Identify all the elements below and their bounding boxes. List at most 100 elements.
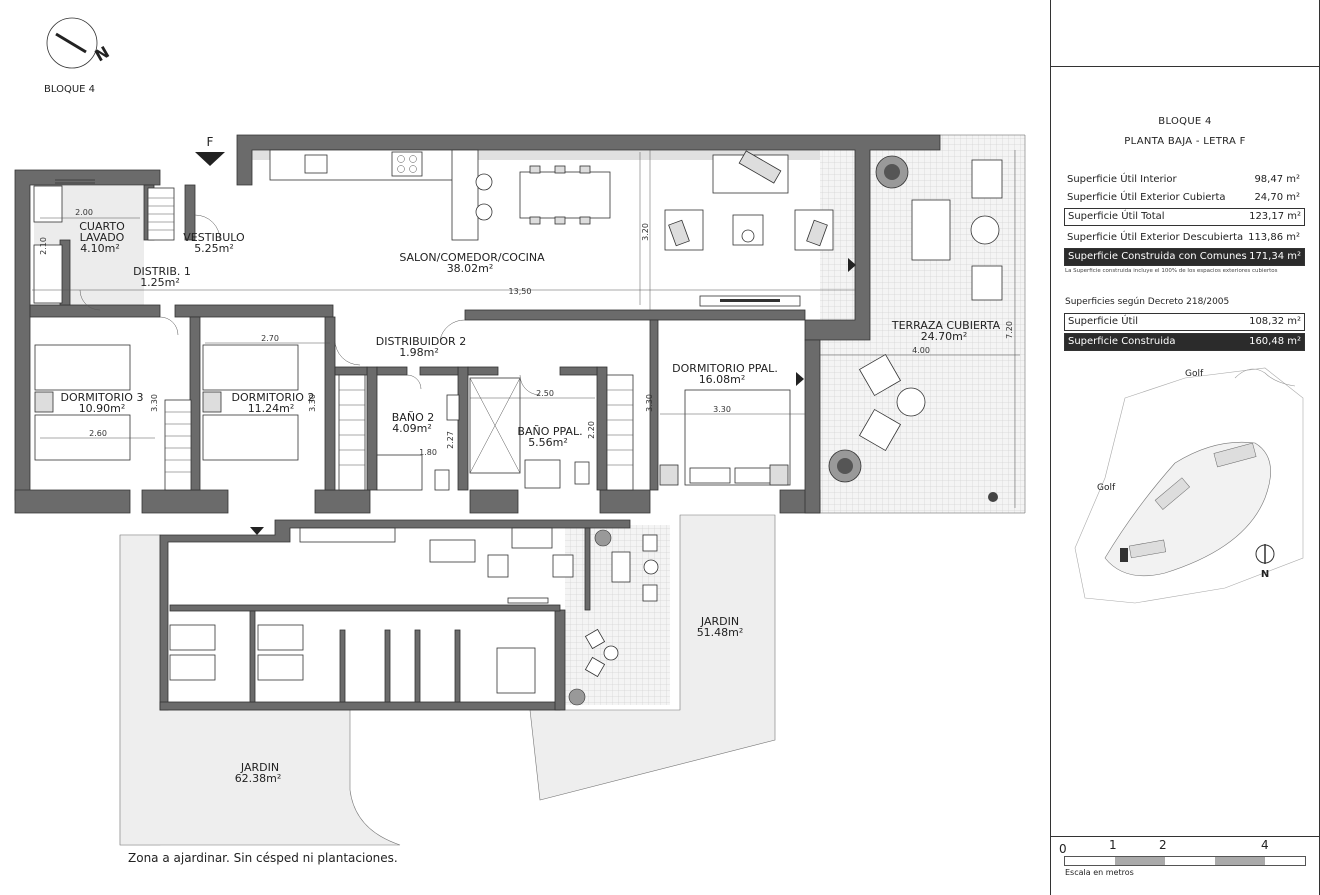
- dim-label: 3.30: [150, 394, 159, 412]
- armchair-icon: [664, 209, 704, 251]
- arrow-icon: [848, 258, 856, 272]
- surface-value: 113,86 m²: [1248, 232, 1300, 243]
- wardrobe-icon: [147, 187, 175, 241]
- dim-label: 2.00: [75, 208, 93, 217]
- room-name-living: SALON/COMEDOR/COCINA: [399, 251, 545, 264]
- garden-left-area: 62.38m²: [235, 772, 282, 785]
- dim-label: 3.30: [713, 405, 731, 414]
- dim-label: 2.60: [89, 429, 107, 438]
- plant-icon: [875, 155, 909, 189]
- key-plan: [119, 514, 776, 846]
- scale-tick: 4: [1261, 838, 1269, 852]
- surface-value: 98,47 m²: [1254, 174, 1300, 185]
- floor-plan: N BLOQUE 4: [14, 17, 1026, 865]
- room-name-master-bedroom: DORMITORIO PPAL.: [672, 362, 778, 375]
- decree-value: 108,32 m²: [1249, 316, 1301, 327]
- surface-row: Superficie Útil Exterior Descubierta 113…: [1064, 230, 1303, 246]
- sofa-icon: [712, 150, 789, 194]
- wardrobe-icon: [606, 374, 634, 491]
- surface-row-total: Superficie Útil Total 123,17 m²: [1064, 208, 1305, 226]
- armchair-icon: [794, 209, 834, 251]
- garden-right-name: JARDIN: [700, 615, 739, 628]
- surface-row: Superficie Útil Exterior Cubierta 24,70 …: [1064, 190, 1303, 206]
- hob-icon: [391, 151, 423, 177]
- info-panel: BLOQUE 4 PLANTA BAJA - LETRA F Superfici…: [1050, 0, 1320, 895]
- garden-left-name: JARDIN: [240, 761, 279, 774]
- dim-label: 2.10: [39, 237, 48, 255]
- dim-label: 4.00: [912, 346, 930, 355]
- dimension-labels: 2.00 2.10 13,50 3.20 2.70 3.30 2.60 3.30…: [39, 208, 1014, 457]
- decree-row-built: Superficie Construida 160,48 m²: [1064, 333, 1305, 351]
- scale-bar: [1064, 856, 1306, 866]
- decree-title: Superficies según Decreto 218/2005: [1065, 297, 1230, 307]
- main-floor-plan: F: [14, 134, 1026, 514]
- arrow-icon: [796, 372, 804, 386]
- room-area-master-bedroom: 16.08m²: [699, 373, 746, 386]
- surface-label: Superficie Útil Total: [1068, 211, 1165, 222]
- entry-marker: F: [207, 135, 214, 149]
- plant-icon: [828, 449, 862, 483]
- scale-tick: 2: [1159, 838, 1167, 852]
- room-area-terrace: 24.70m²: [921, 330, 968, 343]
- dim-label: 3.30: [308, 394, 317, 412]
- room-area-master-bath: 5.56m²: [528, 436, 568, 449]
- surface-value: 24,70 m²: [1254, 192, 1300, 203]
- scale-tick: 1: [1109, 838, 1117, 852]
- surface-value: 123,17 m²: [1249, 211, 1301, 222]
- surface-row-built: Superficie Construida con Comunes 171,34…: [1064, 248, 1305, 266]
- room-name-bedroom3: DORMITORIO 3: [61, 391, 144, 404]
- room-name-distrib2: DISTRIBUIDOR 2: [376, 335, 466, 348]
- site-map: Golf Golf N: [1074, 367, 1304, 604]
- double-bed-icon: [659, 389, 791, 486]
- decree-value: 160,48 m²: [1249, 336, 1301, 347]
- dim-label: 2.50: [536, 389, 554, 398]
- site-label: Golf: [1185, 369, 1204, 379]
- dim-label: 3.30: [645, 394, 654, 412]
- room-name-bath2: BAÑO 2: [392, 411, 434, 424]
- footnote: Zona a ajardinar. Sin césped ni plantaci…: [128, 851, 398, 865]
- north-arrow-icon: N: [46, 17, 113, 69]
- scale-caption: Escala en metros: [1065, 868, 1134, 877]
- site-label: Golf: [1097, 483, 1116, 493]
- wardrobe-icon: [164, 399, 192, 491]
- site-north-icon: [1255, 544, 1275, 564]
- surface-label: Superficie Útil Exterior Descubierta: [1067, 232, 1244, 243]
- room-name-distrib1: DISTRIB. 1: [133, 265, 191, 278]
- garden-right-area: 51.48m²: [697, 626, 744, 639]
- surface-value: 171,34 m²: [1249, 251, 1301, 262]
- bed-icon: [34, 344, 131, 461]
- scale-tick: 0: [1059, 842, 1067, 856]
- surface-label: Superficie Construida con Comunes: [1068, 251, 1247, 262]
- room-area-distrib2: 1.98m²: [399, 346, 439, 359]
- room-name-hall: VESTIBULO: [183, 231, 245, 244]
- surface-row: Superficie Útil Interior 98,47 m²: [1064, 172, 1303, 188]
- dim-label: 7.20: [1005, 321, 1014, 339]
- room-area-bedroom2: 11.24m²: [248, 402, 295, 415]
- room-area-living: 38.02m²: [447, 262, 494, 275]
- dim-label: 1.80: [419, 448, 437, 457]
- room-area-distrib1: 1.25m²: [140, 276, 180, 289]
- dining-table-icon: [519, 165, 611, 225]
- dim-label: 2.27: [446, 431, 455, 449]
- room-name-master-bath: BAÑO PPAL.: [517, 425, 582, 438]
- panel-title-floor: PLANTA BAJA - LETRA F: [1124, 136, 1246, 147]
- surface-label: Superficie Útil Interior: [1067, 174, 1177, 185]
- wardrobe-icon: [338, 374, 366, 491]
- surface-note: La Superficie construida incluye el 100%…: [1065, 268, 1278, 274]
- dim-label: 3.20: [641, 223, 650, 241]
- site-north-letter: N: [1261, 569, 1269, 580]
- decree-label: Superficie Útil: [1068, 316, 1138, 327]
- room-area-hall: 5.25m²: [194, 242, 234, 255]
- dim-label: 2.20: [587, 421, 596, 439]
- room-name-bedroom2: DORMITORIO 2: [232, 391, 315, 404]
- dim-label: 2.70: [261, 334, 279, 343]
- room-area-bedroom3: 10.90m²: [79, 402, 126, 415]
- room-area-bath2: 4.09m²: [392, 422, 432, 435]
- room-area-laundry: 4.10m²: [80, 242, 120, 255]
- dim-label: 13,50: [509, 287, 532, 296]
- entry-arrow-icon: [195, 152, 225, 166]
- surface-label: Superficie Útil Exterior Cubierta: [1067, 192, 1226, 203]
- room-name-terrace: TERRAZA CUBIERTA: [891, 319, 1001, 332]
